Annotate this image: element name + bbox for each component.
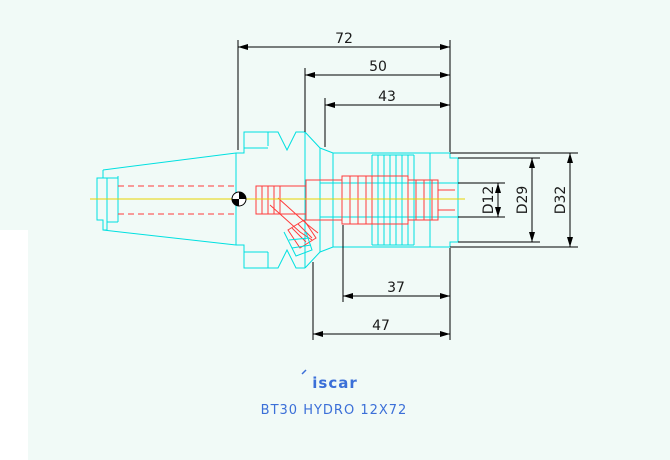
logo-accent: [301, 369, 307, 375]
dim-d29: D29: [515, 186, 531, 215]
dim-d12: D12: [481, 186, 497, 215]
clamping-mechanism: [255, 175, 455, 249]
dim-50: 50: [369, 59, 387, 75]
drawing-background-left: [0, 0, 28, 230]
flange: [235, 131, 321, 269]
dim-37: 37: [387, 280, 405, 296]
dim-d32: D32: [553, 186, 569, 215]
drawing-background: [28, 0, 670, 460]
dimension-lines: [237, 40, 578, 340]
tool-caption: BT30 HYDRO 12X72: [261, 403, 408, 418]
iscar-logo: iscar: [312, 374, 357, 392]
chuck-body: [319, 147, 459, 253]
dim-47: 47: [372, 318, 390, 334]
dim-43: 43: [378, 89, 396, 105]
dim-72: 72: [335, 31, 353, 47]
side-screw: [283, 231, 313, 257]
taper-shank: [96, 152, 237, 246]
ball-marker: [231, 191, 247, 207]
dimension-arrows: [238, 44, 573, 337]
